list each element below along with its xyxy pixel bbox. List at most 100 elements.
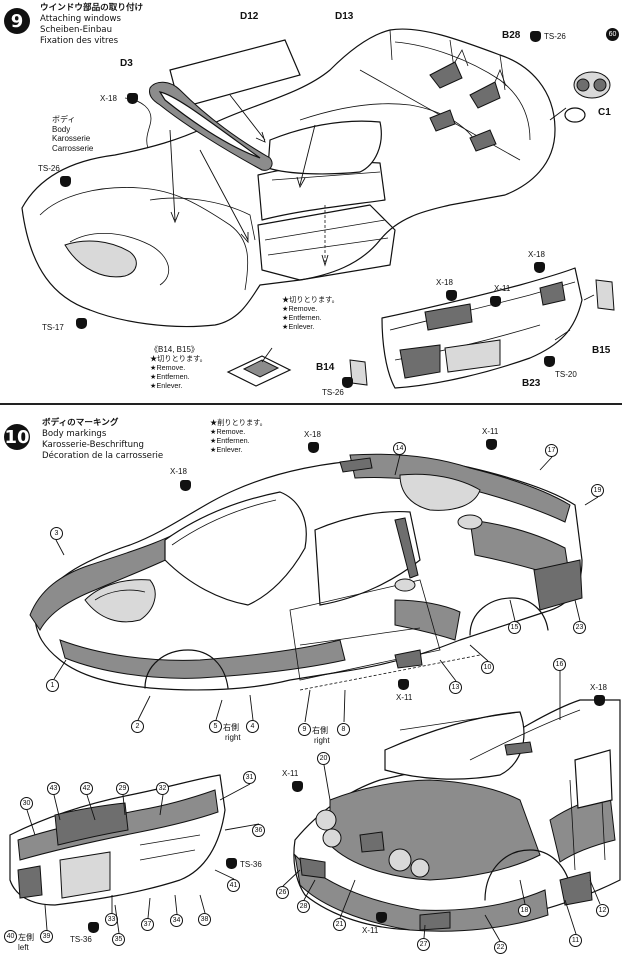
paint-x18-label: X-18: [590, 683, 607, 692]
paint-icon: [88, 922, 99, 933]
step-9-illustration: [21, 28, 615, 389]
marking-23: 23: [573, 621, 586, 634]
marking-13: 13: [449, 681, 462, 694]
part-d13-label: D13: [335, 11, 354, 22]
paint-icon: [308, 442, 319, 453]
paint-icon: [398, 679, 409, 690]
marking-10: 10: [481, 661, 494, 674]
paint-x18-label: X-18: [170, 467, 187, 476]
paint-icon: [226, 858, 237, 869]
step-9-title-fr: Fixation des vitres: [40, 36, 119, 46]
marking-32: 32: [156, 782, 169, 795]
marking-40: 40: [4, 930, 17, 943]
right-label-en: right: [314, 736, 330, 745]
paint-ts36-label: TS-36: [240, 860, 262, 869]
remove-note-10: ★削りとります。 ★Remove. ★Entfernen. ★Enlever.: [210, 418, 267, 454]
marking-36: 36: [252, 824, 265, 837]
step-9-title-de: Scheiben-Einbau: [40, 25, 113, 35]
paint-icon: [534, 262, 545, 273]
marking-38: 38: [198, 913, 211, 926]
step-10-title: ボディのマーキング Body markings Karosserie-Besch…: [42, 418, 163, 462]
paint-x11-label: X-11: [362, 926, 379, 935]
part-d3-label: D3: [120, 58, 133, 69]
step-9-title-jp: ウインドウ部品の取り付け: [40, 3, 144, 13]
paint-icon: [292, 781, 303, 792]
marking-12: 12: [596, 904, 609, 917]
paint-ts17-label: TS-17: [42, 323, 64, 332]
remove-note: ★切りとります。 ★Remove. ★Entfernen. ★Enlever.: [282, 295, 339, 331]
marking-34: 34: [170, 914, 183, 927]
right-label-jp: 右側: [312, 726, 328, 735]
paint-x18-label: X-18: [528, 250, 545, 259]
marking-16: 16: [553, 658, 566, 671]
marking-28: 28: [297, 900, 310, 913]
part-c1-label: C1: [598, 107, 611, 118]
paint-icon: [76, 318, 87, 329]
body-label: ボディ Body Karosserie Carrosserie: [52, 115, 94, 153]
marking-5: 5: [209, 720, 222, 733]
part-b14-label: B14: [316, 362, 335, 373]
step-10-title-en: Body markings: [42, 429, 107, 439]
step-9-badge: 9: [4, 8, 30, 34]
paint-ts36-label: TS-36: [70, 935, 92, 944]
marking-22: 22: [494, 941, 507, 954]
marking-15: 15: [508, 621, 521, 634]
paint-x18-label: X-18: [436, 278, 453, 287]
marking-4: 4: [246, 720, 259, 733]
b14-b15-note: 《B14, B15》 ★切りとります。 ★Remove. ★Entfernen.…: [150, 345, 207, 390]
part-b15-label: B15: [592, 345, 611, 356]
paint-x11-label: X-11: [396, 693, 413, 702]
part-b23-label: B23: [522, 378, 541, 389]
marking-30: 30: [20, 797, 33, 810]
paint-x11-label: X-11: [282, 769, 299, 778]
step-10-badge: 10: [4, 424, 30, 450]
section-divider: [0, 403, 622, 405]
marking-60: 60: [606, 28, 619, 41]
marking-43: 43: [47, 782, 60, 795]
marking-31: 31: [243, 771, 256, 784]
marking-8: 8: [337, 723, 350, 736]
marking-41: 41: [227, 879, 240, 892]
marking-17: 17: [545, 444, 558, 457]
marking-11: 11: [569, 934, 582, 947]
step-9-title-en: Attaching windows: [40, 14, 122, 24]
marking-1: 1: [46, 679, 59, 692]
paint-x18-label: X-18: [304, 430, 321, 439]
marking-42: 42: [80, 782, 93, 795]
paint-icon: [544, 356, 555, 367]
paint-x11-label: X-11: [482, 427, 499, 436]
marking-3: 3: [50, 527, 63, 540]
paint-x11-label: X-11: [494, 284, 511, 293]
part-d12-label: D12: [240, 11, 259, 22]
right-label-en: right: [225, 733, 241, 742]
paint-icon: [594, 695, 605, 706]
step-9-title: ウインドウ部品の取り付け Attaching windows Scheiben-…: [40, 3, 143, 47]
marking-35: 35: [112, 933, 125, 946]
marking-33: 33: [105, 913, 118, 926]
marking-9: 9: [298, 723, 311, 736]
left-label-jp: 左側: [18, 933, 34, 942]
paint-icon: [446, 290, 457, 301]
marking-2: 2: [131, 720, 144, 733]
marking-26: 26: [276, 886, 289, 899]
paint-icon: [376, 912, 387, 923]
step-10-title-fr: Décoration de la carrosserie: [42, 451, 164, 461]
step-9-number: 9: [10, 10, 24, 32]
paint-ts26-label: TS-26: [322, 388, 344, 397]
marking-14: 14: [393, 442, 406, 455]
paint-ts26-label: TS-26: [38, 164, 60, 173]
paint-ts20-label: TS-20: [555, 370, 577, 379]
paint-ts26-label: TS-26: [544, 32, 566, 41]
marking-29: 29: [116, 782, 129, 795]
marking-27: 27: [417, 938, 430, 951]
paint-icon: [486, 439, 497, 450]
marking-18: 18: [518, 904, 531, 917]
paint-icon: [180, 480, 191, 491]
step-10-number: 10: [4, 426, 30, 448]
marking-19: 19: [591, 484, 604, 497]
part-b28-label: B28: [502, 30, 521, 41]
marking-20: 20: [317, 752, 330, 765]
paint-x18-label: X-18: [100, 94, 117, 103]
marking-37: 37: [141, 918, 154, 931]
